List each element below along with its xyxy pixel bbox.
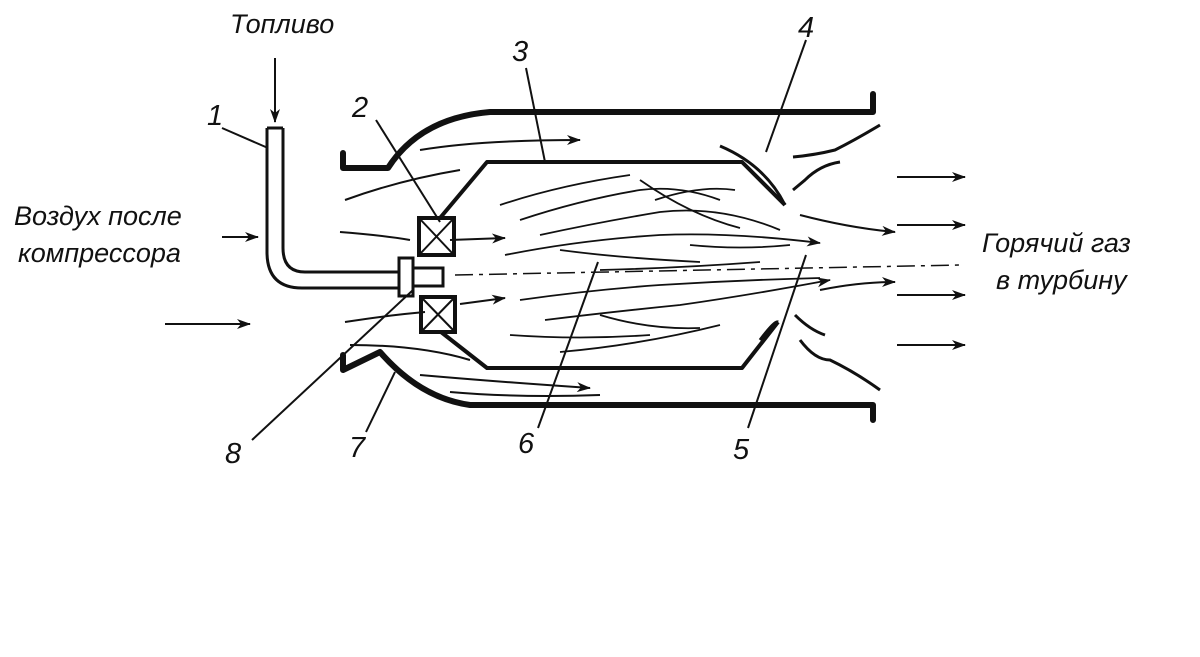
mixer-lips	[719, 123, 881, 392]
casing-top-wall	[340, 91, 876, 171]
callout-2-swirler: 2	[352, 92, 369, 124]
air-flow-arrows	[165, 135, 601, 397]
hot-gas-arrows	[799, 172, 966, 350]
hot-gas-label-line2: в турбину	[996, 265, 1127, 295]
callout-4-mixer: 4	[798, 12, 815, 44]
callout-8-injector: 8	[225, 438, 242, 470]
flame-tube	[438, 160, 787, 370]
hot-gas-label-line1: Горячий газ	[982, 228, 1131, 258]
flame-streaks	[454, 174, 961, 353]
air-label-line1: Воздух после	[14, 201, 182, 231]
outer-casing	[340, 91, 876, 423]
callout-7-casing: 7	[349, 432, 366, 464]
callout-5-gas-zone: 5	[733, 434, 750, 466]
callout-6-combustion-zone: 6	[518, 428, 535, 460]
swirler-upper	[417, 216, 456, 257]
fuel-injector	[397, 256, 445, 298]
leader-lines	[221, 39, 807, 441]
air-label-line2: компрессора	[18, 238, 181, 268]
callout-3-flame-tube: 3	[512, 36, 529, 68]
casing-bottom-wall	[340, 349, 876, 423]
fuel-pipe	[265, 126, 398, 290]
fuel-label: Топливо	[230, 9, 335, 39]
swirler-lower	[419, 295, 457, 334]
callout-1-fuel-pipe: 1	[207, 100, 224, 132]
